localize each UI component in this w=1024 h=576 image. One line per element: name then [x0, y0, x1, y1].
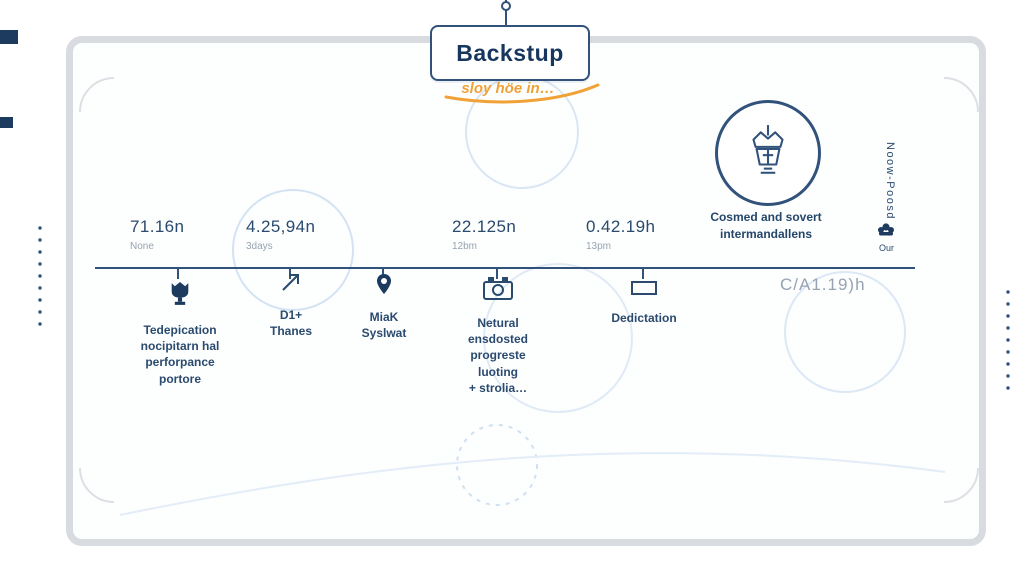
- milestone-item: Dedictation: [595, 281, 693, 326]
- arrow-up-right-icon: [280, 271, 302, 298]
- page-subtitle: sloy höe in…: [461, 80, 555, 97]
- milestone-time-sub: 13pm: [586, 241, 612, 252]
- camera-icon: [483, 276, 513, 306]
- milestone-time-sub: None: [130, 241, 154, 252]
- milestone-item: Tedepication nocipitarn hal perforpance …: [118, 281, 242, 387]
- milestone-label: D1+ Thanes: [269, 308, 312, 339]
- milestone-time: 0.42.19h 13pm: [586, 217, 655, 252]
- title-banner: Backstup: [430, 25, 590, 81]
- milestone-label: Dedictation: [611, 311, 677, 325]
- milestone-time: 22.125n 12bm: [452, 217, 516, 252]
- milestone-time-value: 0.42.19h: [586, 217, 656, 236]
- milestone-label: Netural ensdosted progreste luoting + st…: [467, 316, 528, 395]
- axis-end-label: C/A1.19)h: [780, 275, 866, 294]
- group-icon: [876, 222, 896, 242]
- badge-caption: Cosmed and sovert intermandallens: [710, 210, 822, 241]
- milestone-item: MiaK Syslwat: [345, 273, 423, 341]
- milestone-time-value: 71.16n: [130, 217, 185, 236]
- milestone-time: 71.16n None: [130, 217, 184, 252]
- milestone-time-value: 22.125n: [452, 217, 517, 236]
- milestone-time: 4.25,94n 3days: [246, 217, 315, 252]
- milestone-item: D1+ Thanes: [252, 271, 330, 339]
- milestone-label: Tedepication nocipitarn hal perforpance …: [140, 323, 220, 386]
- side-icon-label: Our: [879, 243, 895, 253]
- card-icon: [631, 281, 657, 301]
- milestone-time-value: 4.25,94n: [246, 217, 316, 236]
- milestone-time-sub: 12bm: [452, 241, 478, 252]
- trophy-crown-icon: [742, 123, 794, 184]
- milestone-label: MiaK Syslwat: [361, 310, 407, 341]
- award-badge: [715, 100, 821, 206]
- milestone-item: Netural ensdosted progreste luoting + st…: [445, 276, 551, 396]
- milestone-time-sub: 3days: [246, 241, 273, 252]
- timeline-axis: [95, 267, 915, 269]
- page-title: Backstup: [456, 39, 564, 66]
- location-pin-icon: [376, 273, 392, 300]
- vertical-side-label: Noow-Poosd: [884, 142, 896, 220]
- trophy-icon: [168, 281, 192, 313]
